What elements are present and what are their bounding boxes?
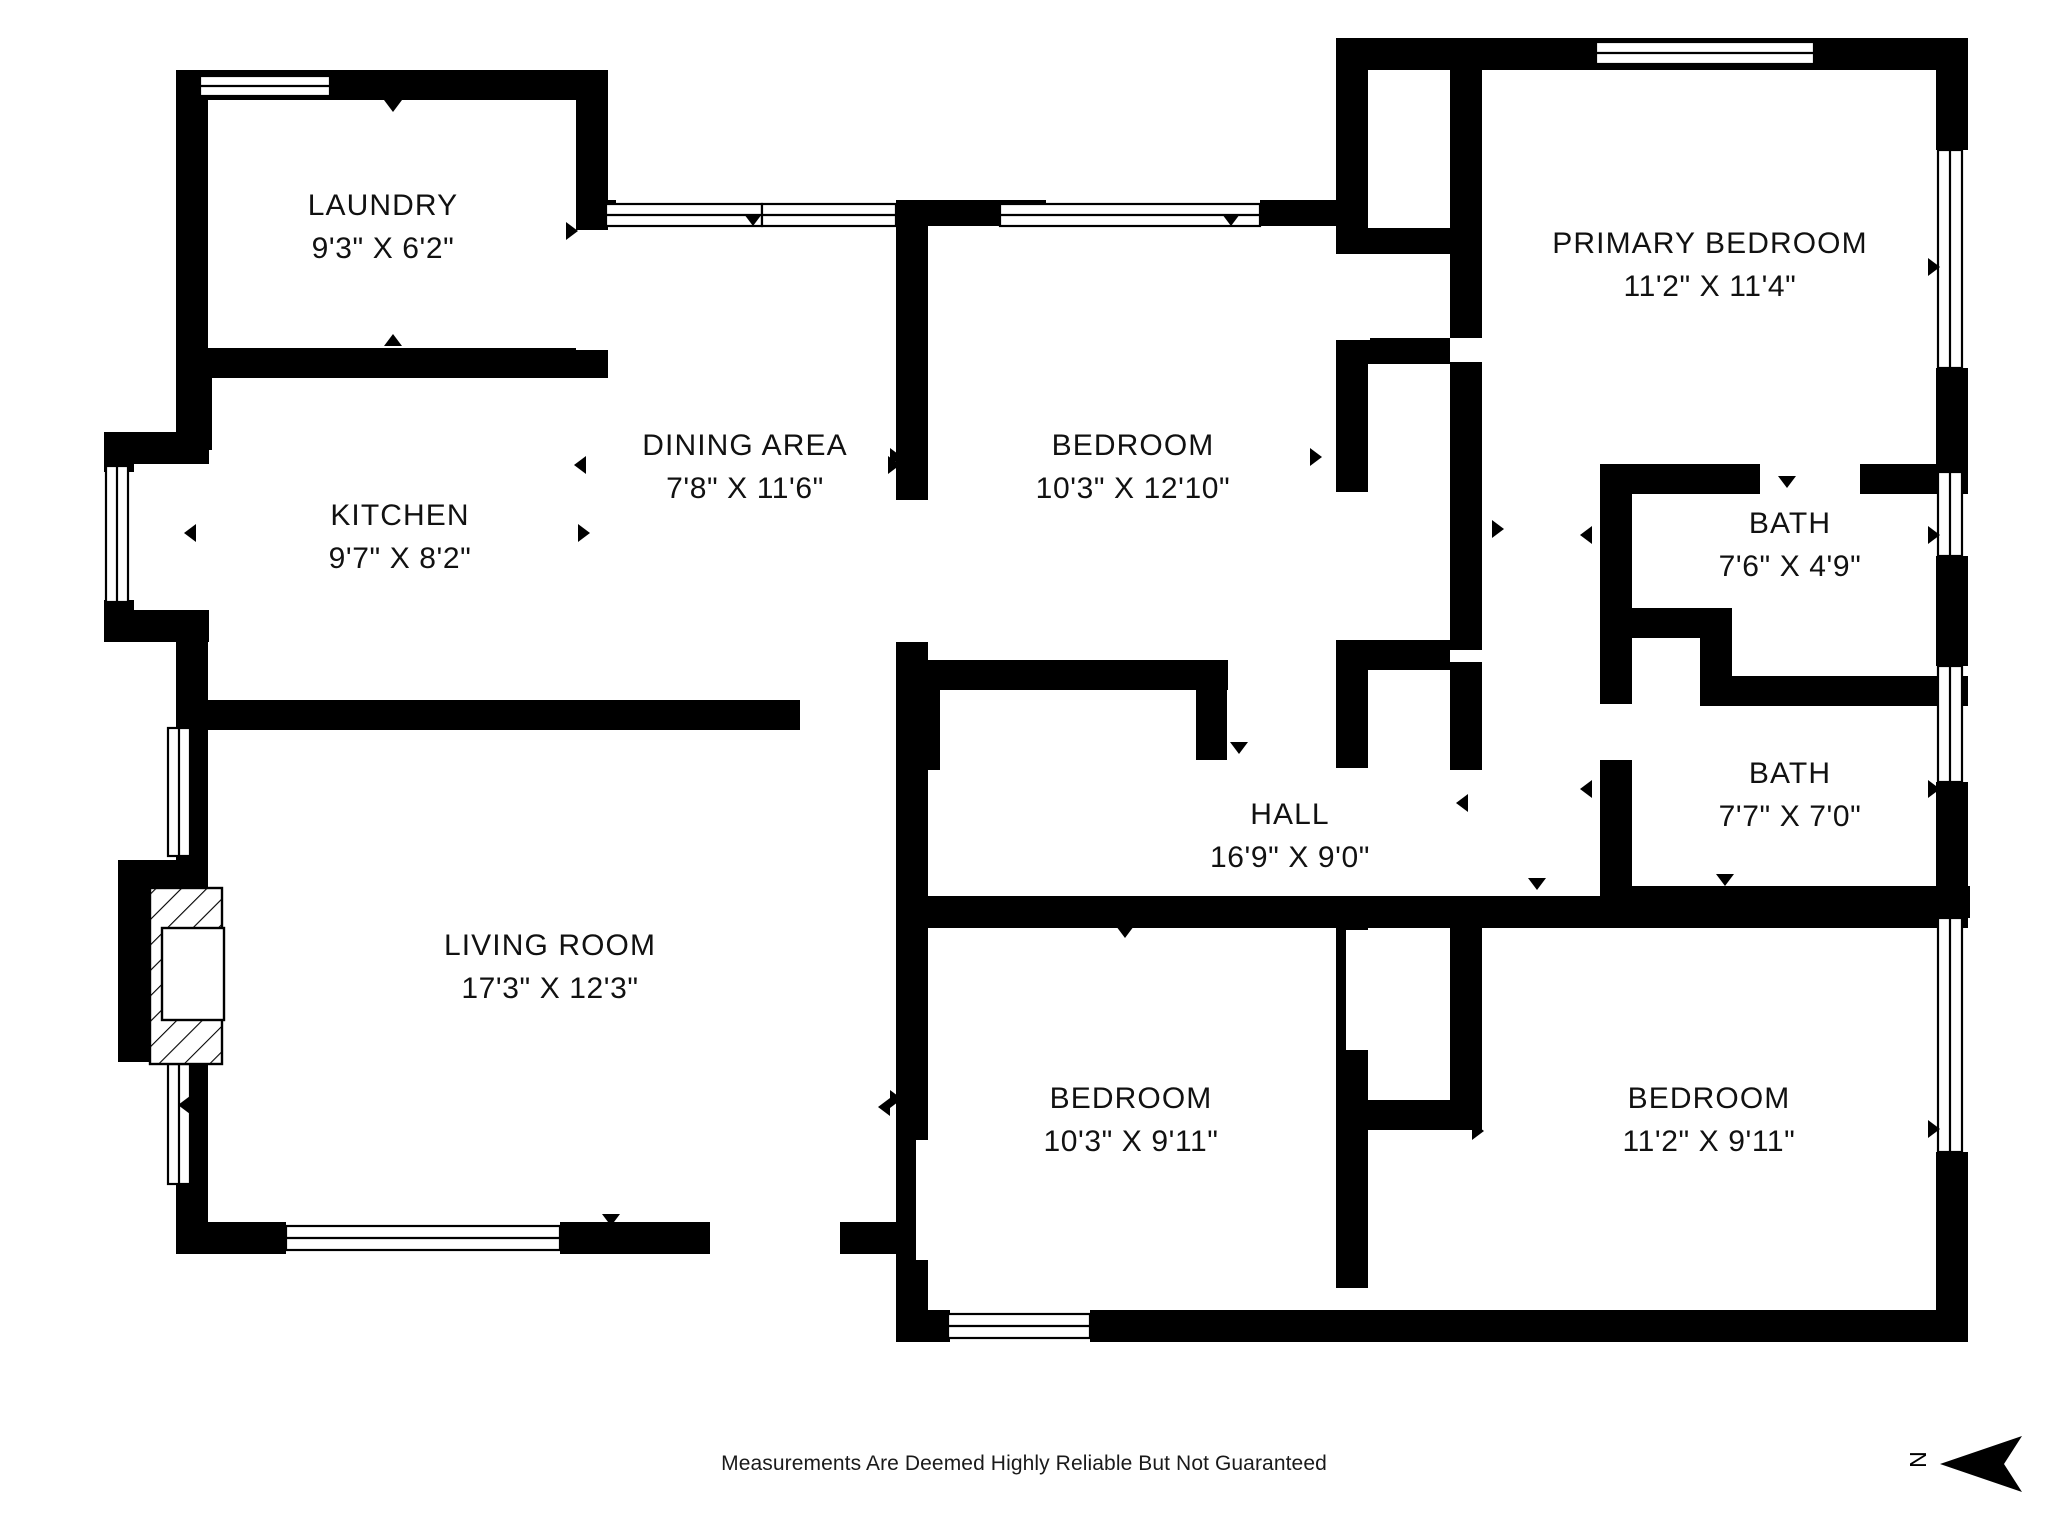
fireplace [118, 860, 226, 1066]
room-dimension-living-room: 17'3" X 12'3" [461, 972, 638, 1005]
room-dimension-hall: 16'9" X 9'0" [1210, 841, 1370, 874]
room-label-laundry: LAUNDRY [308, 189, 459, 222]
room-dimension-bath-upper: 7'6" X 4'9" [1719, 550, 1862, 583]
room-label-hall: HALL [1250, 798, 1329, 831]
room-dimension-laundry: 9'3" X 6'2" [312, 232, 455, 265]
north-arrow-indicator: N [1904, 1432, 2038, 1496]
room-label-bedroom-top: BEDROOM [1052, 429, 1215, 462]
exterior-walls [104, 38, 1970, 1342]
room-label-bath-upper: BATH [1749, 507, 1831, 540]
room-dimension-primary-bedroom: 11'2" X 11'4" [1624, 270, 1797, 303]
door-openings [576, 232, 1484, 1260]
room-dimension-bedroom-bottom-mid: 10'3" X 9'11" [1043, 1125, 1218, 1158]
north-letter-label: N [1904, 1451, 1931, 1468]
room-label-bedroom-bottom-mid: BEDROOM [1050, 1082, 1213, 1115]
room-dimension-bath-lower: 7'7" X 7'0" [1719, 800, 1862, 833]
measurement-arrow-markers [178, 100, 1940, 1324]
room-dimension-dining-area: 7'8" X 11'6" [666, 472, 824, 505]
disclaimer-note: Measurements Are Deemed Highly Reliable … [721, 1452, 1327, 1475]
room-labels: LAUNDRY 9'3" X 6'2" KITCHEN 9'7" X 8'2" … [308, 189, 1867, 1158]
room-label-bath-lower: BATH [1749, 757, 1831, 790]
room-label-dining-area: DINING AREA [642, 429, 847, 462]
room-dimension-kitchen: 9'7" X 8'2" [329, 542, 472, 575]
room-label-kitchen: KITCHEN [330, 499, 469, 532]
room-label-bedroom-bottom-right: BEDROOM [1628, 1082, 1791, 1115]
room-dimension-bedroom-bottom-right: 11'2" X 9'11" [1623, 1125, 1796, 1158]
room-label-primary-bedroom: PRIMARY BEDROOM [1552, 227, 1867, 260]
north-arrow-icon [1940, 1436, 2022, 1492]
windows [104, 40, 1964, 1340]
room-label-living-room: LIVING ROOM [444, 929, 656, 962]
room-dimension-bedroom-top: 10'3" X 12'10" [1036, 472, 1231, 505]
